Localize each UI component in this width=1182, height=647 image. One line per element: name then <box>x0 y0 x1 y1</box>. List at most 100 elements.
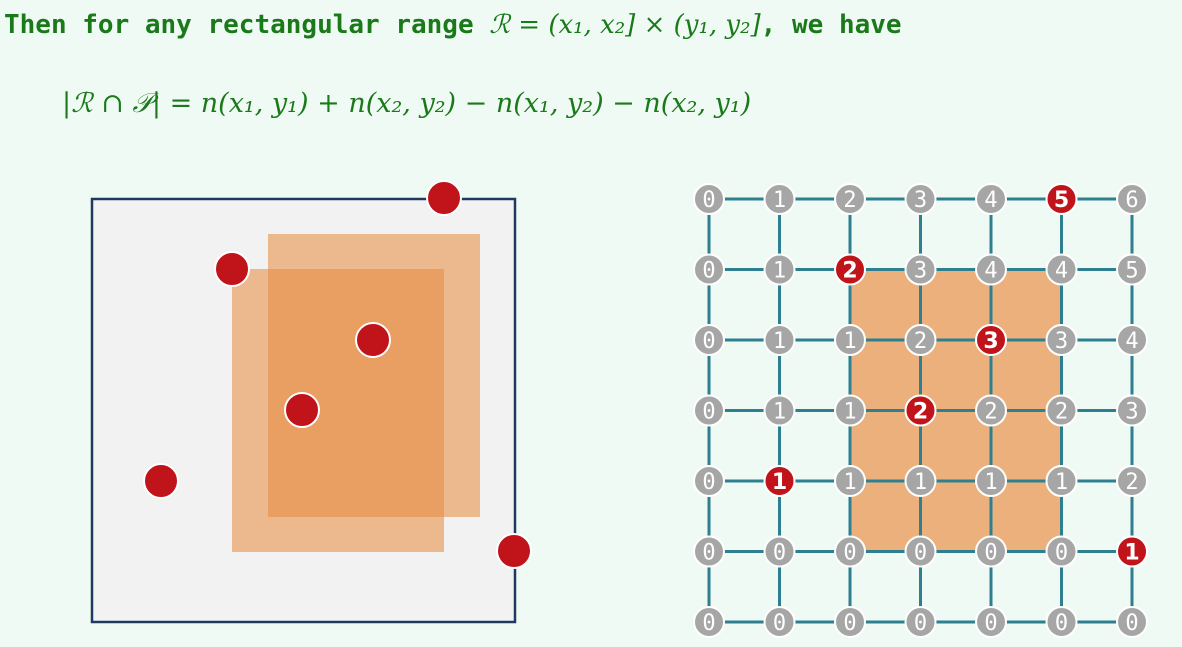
grid-node <box>975 465 1007 497</box>
grid-node <box>975 253 1007 286</box>
grid-node <box>693 324 725 356</box>
grid-node-count: 0 <box>702 470 715 495</box>
grid-node <box>1116 183 1148 215</box>
point <box>355 322 391 358</box>
grid-node <box>975 535 1007 568</box>
grid-node-count: 3 <box>914 188 927 213</box>
header-text: Then for any rectangular range ℛ = (x₁, … <box>4 10 902 40</box>
grid-node-count: 2 <box>842 259 857 284</box>
grid-node <box>834 183 866 215</box>
grid-node <box>1116 253 1148 286</box>
grid-node-count: 0 <box>702 188 715 213</box>
grid-node-count: 0 <box>1055 611 1068 636</box>
grid-node-count: 0 <box>773 541 786 566</box>
grid-node <box>1045 606 1078 638</box>
grid-node-point <box>1045 183 1078 215</box>
grid-node <box>1116 465 1148 497</box>
grid-node <box>1116 606 1148 638</box>
grid-node-count: 0 <box>702 329 715 354</box>
grid-node <box>693 465 725 497</box>
header-tail: , we have <box>760 10 902 40</box>
grid-node <box>1045 324 1078 356</box>
grid-node <box>834 394 866 427</box>
grid-node-count: 0 <box>984 541 997 566</box>
grid-node-count: 0 <box>984 611 997 636</box>
grid-node-count: 0 <box>702 400 715 425</box>
grid-node-count: 2 <box>1055 400 1068 425</box>
grid-node <box>1116 394 1148 427</box>
grid-node <box>904 253 937 286</box>
grid-node <box>1116 324 1148 356</box>
point <box>284 392 320 428</box>
grid-node <box>834 465 866 497</box>
grid-node <box>975 606 1007 638</box>
grid-node-count: 3 <box>1125 400 1138 425</box>
grid-node-count: 2 <box>914 329 927 354</box>
grid-node-count: 1 <box>773 259 786 284</box>
grid-node <box>763 253 796 286</box>
grid-node <box>975 394 1007 427</box>
grid-node-count: 0 <box>914 611 927 636</box>
grid-node <box>693 394 725 427</box>
left-panel <box>90 180 532 624</box>
grid-node-count: 2 <box>843 188 856 213</box>
grid-node-count: 0 <box>914 541 927 566</box>
grid-node <box>693 183 725 215</box>
grid-node-count: 4 <box>1125 329 1138 354</box>
grid-node <box>904 606 937 638</box>
grid-node <box>834 324 866 356</box>
grid-node-count: 1 <box>843 329 856 354</box>
grid-node <box>763 324 796 356</box>
grid-node-point <box>763 465 796 497</box>
grid-node-count: 0 <box>702 541 715 566</box>
grid-node-point <box>1116 535 1148 568</box>
grid-node <box>693 606 725 638</box>
range-rect-light <box>232 269 444 552</box>
grid-node <box>975 183 1007 215</box>
grid-node <box>904 535 937 568</box>
grid-node <box>763 183 796 215</box>
grid-node <box>1045 253 1078 286</box>
grid-node <box>904 324 937 356</box>
grid-node-count: 2 <box>984 400 997 425</box>
grid-node-count: 1 <box>984 470 997 495</box>
grid-node-count: 2 <box>913 400 928 425</box>
point <box>214 251 250 287</box>
point <box>143 463 179 499</box>
grid-node-count: 1 <box>773 400 786 425</box>
grid-node-count: 5 <box>1054 188 1069 213</box>
grid-node-point <box>834 253 866 286</box>
grid-node-count: 0 <box>1125 611 1138 636</box>
grid-node-count: 1 <box>914 470 927 495</box>
grid-node-count: 1 <box>843 400 856 425</box>
grid-node <box>834 535 866 568</box>
grid-node-count: 6 <box>1125 188 1138 213</box>
grid-node-count: 3 <box>983 329 998 354</box>
grid-node <box>763 606 796 638</box>
grid-node-count: 1 <box>1124 541 1139 566</box>
grid-node <box>763 394 796 427</box>
grid-node-count: 5 <box>1125 259 1138 284</box>
grid-node <box>834 606 866 638</box>
grid-node <box>763 535 796 568</box>
grid-node-count: 0 <box>773 611 786 636</box>
grid-node <box>1045 465 1078 497</box>
grid-node <box>904 183 937 215</box>
grid-node-count: 0 <box>1055 541 1068 566</box>
grid-node-count: 1 <box>773 329 786 354</box>
grid-node <box>1045 535 1078 568</box>
grid-node-count: 0 <box>843 611 856 636</box>
grid-node <box>904 465 937 497</box>
range-definition-math: ℛ = (x₁, x₂] × (y₁, y₂] <box>489 10 761 40</box>
grid-node-count: 4 <box>984 259 997 284</box>
grid-node-point <box>975 324 1007 356</box>
grid-node-count: 1 <box>772 470 787 495</box>
grid-node <box>1045 394 1078 427</box>
grid-node-count: 1 <box>773 188 786 213</box>
grid-node-count: 4 <box>984 188 997 213</box>
grid-node-count: 2 <box>1125 470 1138 495</box>
point <box>426 180 462 216</box>
grid-node-count: 0 <box>702 611 715 636</box>
